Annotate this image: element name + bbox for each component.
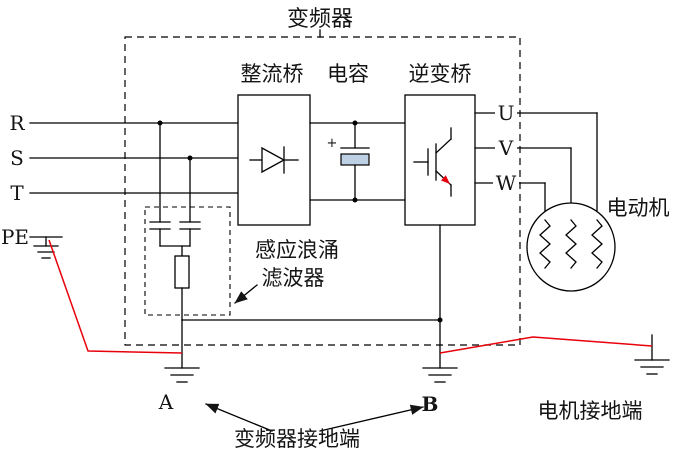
filter-pointer-arrow: [234, 284, 258, 304]
pe-earth-symbol: [33, 236, 59, 259]
terminal-r-label: R: [9, 111, 25, 135]
ground-b-pointer-arrow: [319, 404, 424, 432]
text-labels: 变频器 整流桥 电容 逆变桥 R S T PE U V W + 感应浪涌 滤波器…: [1, 7, 670, 451]
terminal-u-label: U: [498, 101, 515, 125]
filter-label-line2: 滤波器: [262, 266, 325, 290]
motor-label: 电动机: [607, 196, 670, 220]
input-lines: [29, 120, 239, 238]
dc-capacitor-label: 电容: [327, 62, 369, 86]
dc-capacitor-icon: [340, 122, 370, 201]
inverter-box: [404, 94, 476, 226]
inverter-bridge: [404, 94, 476, 226]
ground-a-symbol: [164, 367, 200, 383]
igbt-icon: [413, 127, 452, 197]
label-backgrounds: [493, 103, 519, 192]
motor-ground-caption: 电机接地端: [538, 399, 643, 423]
pe-bonding-wires: [48, 239, 653, 354]
dc-link: [309, 120, 406, 203]
resistor-icon: [174, 255, 190, 289]
ground-b-label: B: [422, 392, 439, 416]
converter-boundary: [124, 29, 521, 346]
rectifier-label: 整流桥: [241, 62, 304, 86]
terminal-s-label: S: [10, 146, 24, 170]
grounding-network: [164, 224, 670, 383]
winding-icon: [565, 219, 577, 269]
inverter-label: 逆变桥: [409, 62, 472, 86]
ground-a-pointer-arrow: [205, 403, 273, 432]
terminal-pe-label: PE: [1, 225, 29, 249]
winding-icon: [591, 219, 603, 269]
ground-b-to-motor-ground-wire: [439, 336, 653, 354]
filter-label-line1: 感应浪涌: [255, 238, 339, 262]
capacitor-body: [340, 153, 370, 166]
capacitor-polarity-label: +: [327, 136, 338, 151]
ground-b-symbol: [422, 367, 458, 383]
rectifier-bridge: [237, 94, 311, 226]
winding-icon: [539, 219, 551, 269]
terminal-t-label: T: [10, 181, 24, 205]
diagram-title: 变频器: [287, 7, 353, 32]
ground-a-label: A: [158, 390, 174, 414]
surge-filter: [144, 122, 231, 321]
motor-circle: [526, 202, 616, 292]
converter-dashed-box: [124, 36, 521, 346]
motor-ground-symbol: [634, 334, 670, 375]
terminal-v-label: V: [498, 136, 514, 160]
callout-arrows: [205, 284, 424, 432]
converter-ground-caption: 变频器接地端: [234, 427, 360, 451]
terminal-w-label: W: [496, 171, 517, 195]
emitter-arrow-icon: [441, 175, 450, 184]
motor: [526, 202, 616, 292]
pe-to-ground-a-wire: [48, 239, 183, 354]
filter-dashed-box: [144, 206, 231, 316]
diode-icon: [261, 146, 286, 174]
